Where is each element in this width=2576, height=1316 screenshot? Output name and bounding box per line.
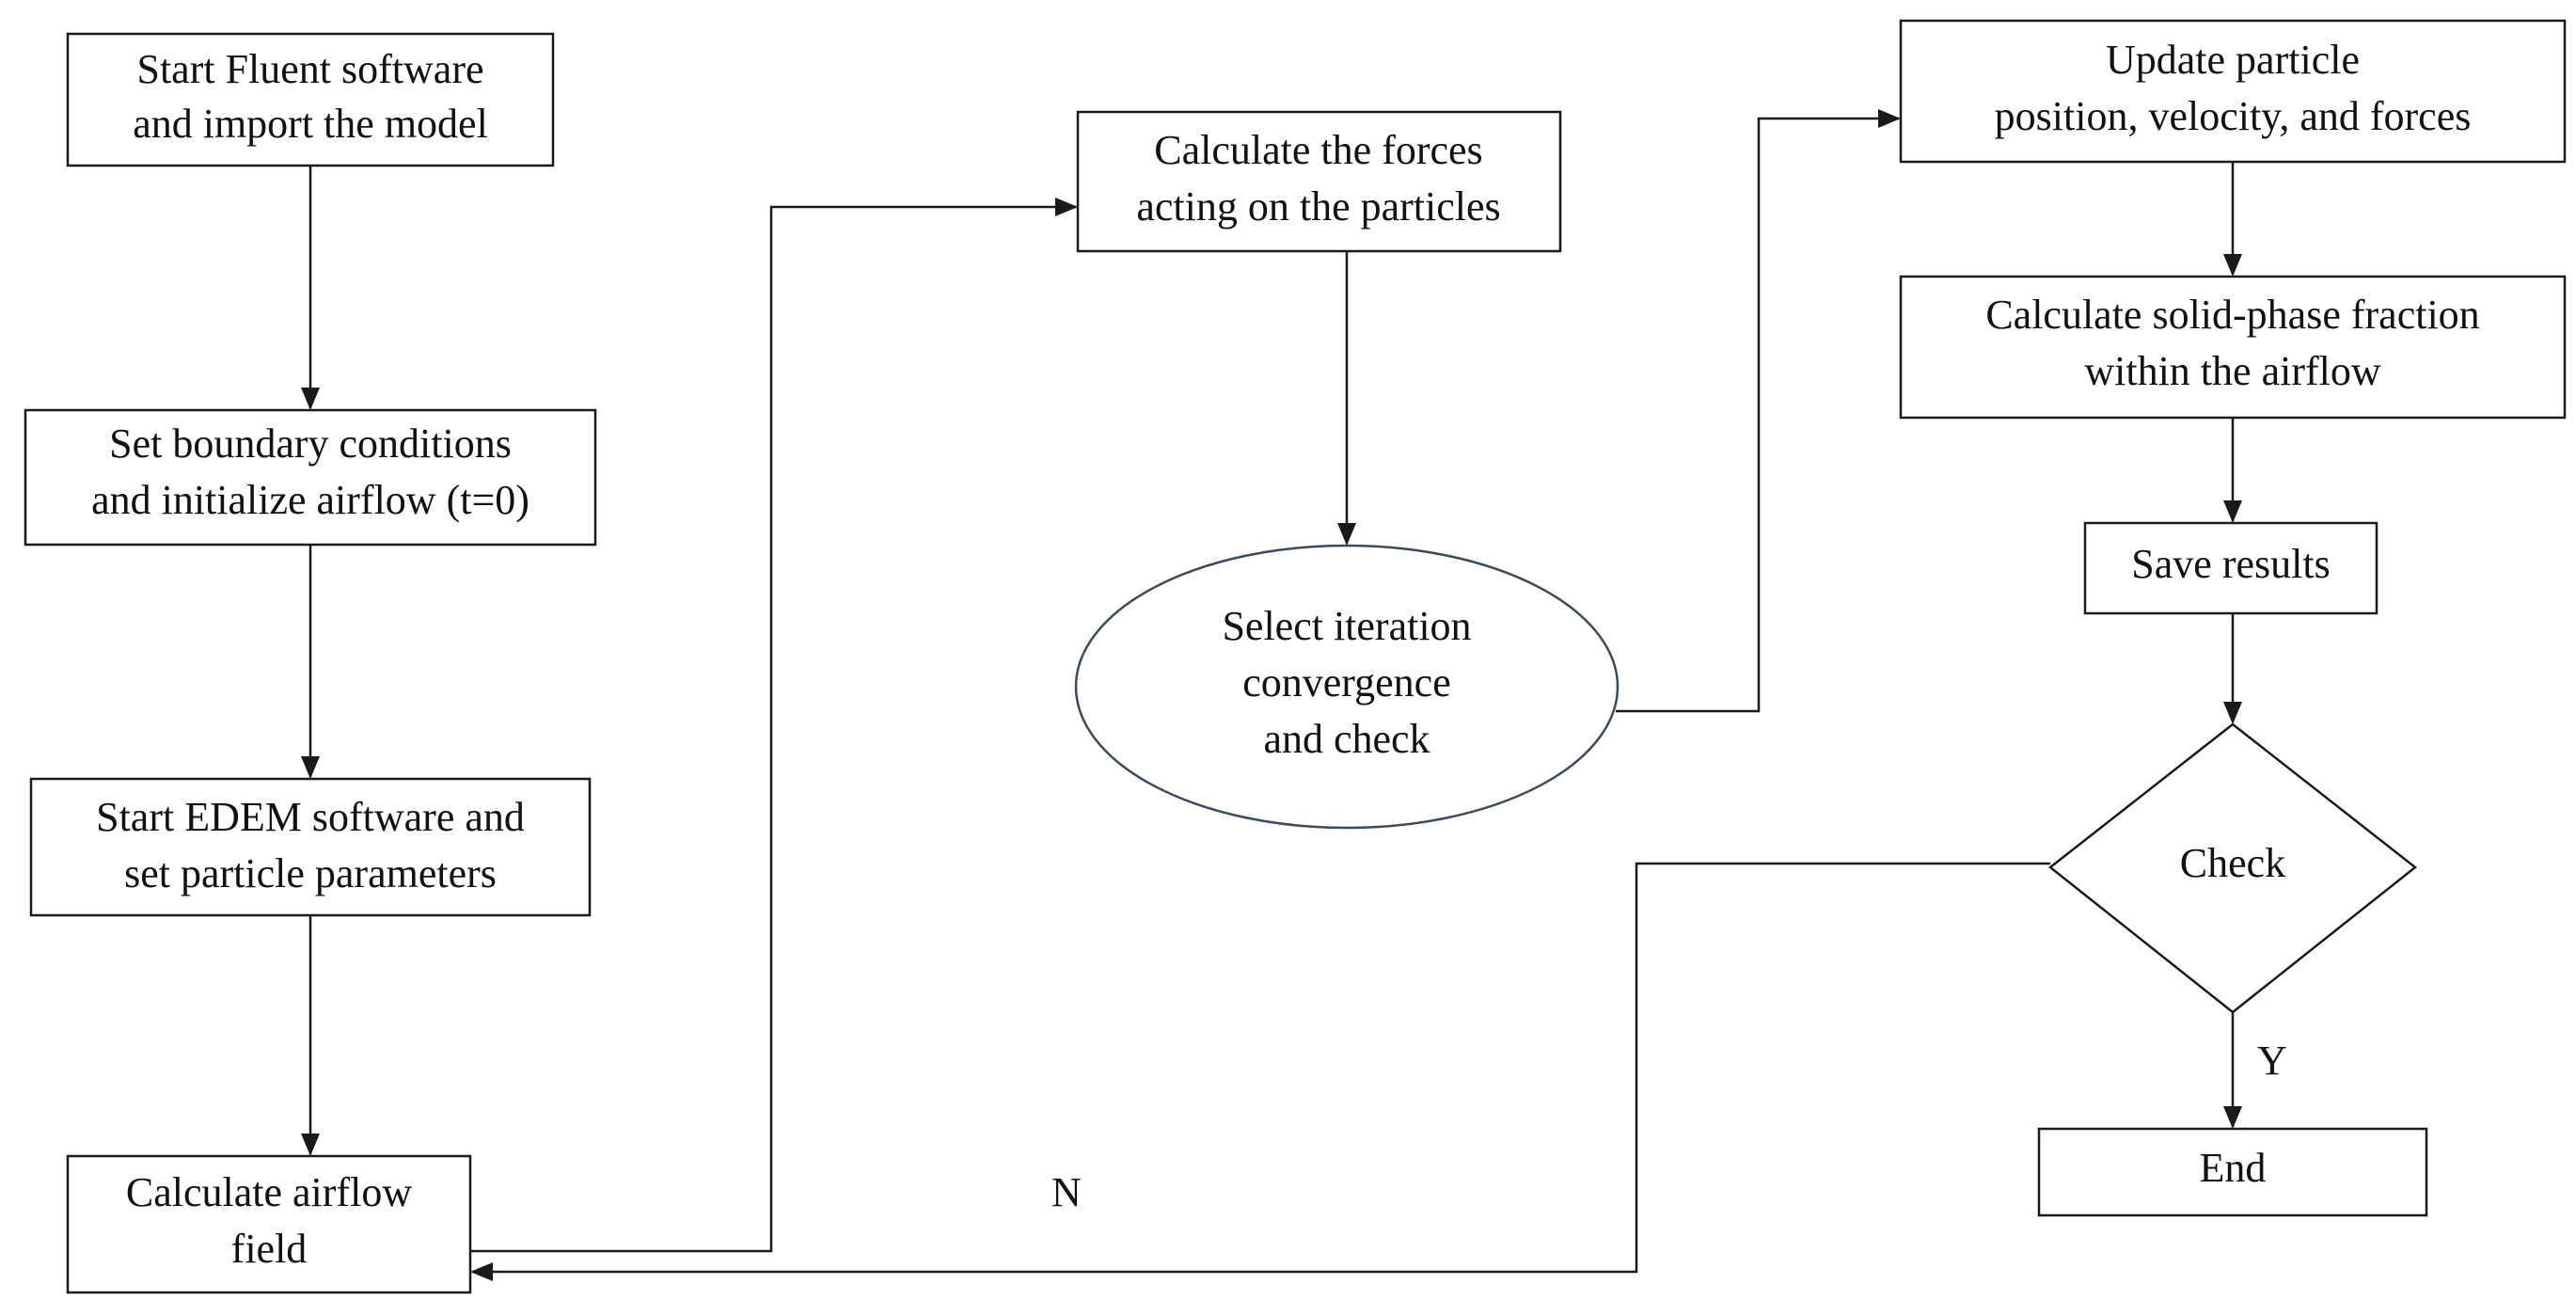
- node-check: Check: [2047, 722, 2418, 1014]
- node-calc-solid-line-2: within the airflow: [2084, 348, 2380, 394]
- node-select-iteration-line-1: Select iteration: [1222, 603, 1471, 649]
- node-start-edem: Start EDEM software and set particle par…: [29, 777, 592, 917]
- node-calc-forces-line-2: acting on the particles: [1136, 183, 1500, 230]
- node-select-iteration-line-3: and check: [1263, 716, 1430, 762]
- node-start-fluent: Start Fluent software and import the mod…: [66, 32, 555, 167]
- node-save-results-label: Save results: [2131, 541, 2330, 587]
- node-calc-solid: Calculate solid-phase fraction within th…: [1899, 275, 2567, 420]
- node-update-particle: Update particle position, velocity, and …: [1899, 19, 2567, 164]
- node-start-fluent-line-2: and import the model: [133, 101, 488, 147]
- edge-label-no: N: [1051, 1169, 1082, 1215]
- node-calc-solid-line-1: Calculate solid-phase fraction: [1985, 292, 2479, 338]
- node-set-boundary: Set boundary conditions and initialize a…: [24, 408, 597, 547]
- node-select-iteration-line-2: convergence: [1242, 659, 1451, 706]
- node-start-edem-line-2: set particle parameters: [124, 850, 497, 896]
- edge-check-to-airflow: [470, 862, 2050, 1281]
- node-calc-forces: Calculate the forces acting on the parti…: [1076, 110, 1562, 253]
- node-start-edem-line-1: Start EDEM software and: [96, 794, 525, 840]
- node-set-boundary-line-2: and initialize airflow (t=0): [91, 477, 529, 523]
- node-update-particle-line-2: position, velocity, and forces: [1995, 93, 2472, 139]
- node-calc-forces-line-1: Calculate the forces: [1154, 127, 1482, 173]
- node-check-label: Check: [2180, 840, 2285, 886]
- edge-airflow-to-forces: [470, 198, 1078, 1253]
- node-calc-airflow-line-2: field: [231, 1226, 308, 1272]
- edge-iteration-to-update: [1616, 109, 1901, 713]
- connectors: [301, 109, 2242, 1281]
- node-calc-airflow: Calculate airflow field: [66, 1154, 472, 1294]
- edge-label-yes: Y: [2257, 1038, 2287, 1084]
- node-update-particle-line-1: Update particle: [2106, 37, 2360, 83]
- node-select-iteration: Select iteration convergence and check: [1074, 544, 1620, 830]
- node-end-label: End: [2200, 1145, 2267, 1191]
- node-end: End: [2037, 1127, 2428, 1217]
- node-set-boundary-line-1: Set boundary conditions: [109, 420, 512, 467]
- node-start-fluent-line-1: Start Fluent software: [136, 46, 483, 92]
- node-save-results: Save results: [2083, 521, 2378, 615]
- node-calc-airflow-line-1: Calculate airflow: [126, 1169, 412, 1215]
